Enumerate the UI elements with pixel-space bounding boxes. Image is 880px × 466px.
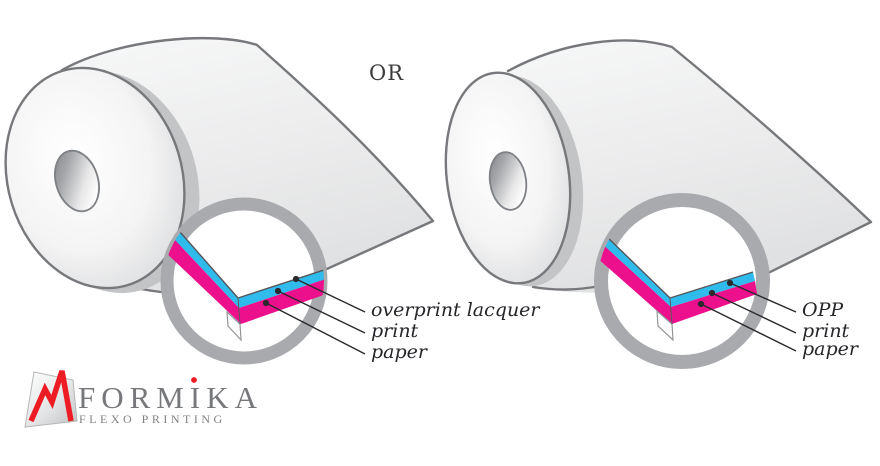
right-layer-paper-facet (656, 309, 674, 342)
right-corner-seam (669, 297, 673, 325)
left-layer-print-magenta (164, 239, 324, 324)
brand-tagline: FLEXO PRINTING (79, 412, 226, 426)
brand-i-dot-icon (191, 377, 197, 383)
red-zigzag-m-icon (28, 370, 74, 423)
right-callout-line-opp (729, 282, 797, 313)
right-callout-line-print (711, 292, 797, 334)
right-layer-print-magenta (598, 240, 757, 324)
left-label-print: print (371, 320, 419, 342)
left-magnifier: overprint lacquer print paper (160, 197, 541, 365)
right-label-paper: paper (802, 338, 860, 360)
left-callout-line-print (277, 290, 366, 334)
left-layer-lacquer-cyan (174, 232, 324, 308)
right-roll (444, 39, 873, 294)
left-callout-line-paper (265, 302, 366, 355)
left-label-paper: paper (371, 341, 429, 363)
left-corner-seam (237, 297, 241, 325)
left-label-overprint-lacquer: overprint lacquer (371, 299, 541, 321)
right-label-print: print (802, 320, 850, 342)
left-layer-paper-facet (226, 310, 242, 342)
right-callout-line-paper (700, 303, 797, 352)
right-roll-outline (506, 39, 873, 291)
right-roll-core-hole (488, 151, 528, 211)
right-magnifier-ring (594, 193, 770, 369)
left-roll (4, 36, 435, 303)
right-label-opp: OPP (802, 299, 844, 321)
brand-name: FORMIKA (78, 380, 263, 415)
right-magnifier: OPP print paper (594, 193, 860, 369)
or-divider-label: OR (369, 61, 404, 85)
formika-logo: FORMIKA FLEXO PRINTING (24, 370, 263, 428)
right-layer-opp-cyan (598, 234, 755, 307)
left-callout-line-lacquer (295, 278, 366, 313)
left-roll-core-hole (54, 149, 100, 213)
